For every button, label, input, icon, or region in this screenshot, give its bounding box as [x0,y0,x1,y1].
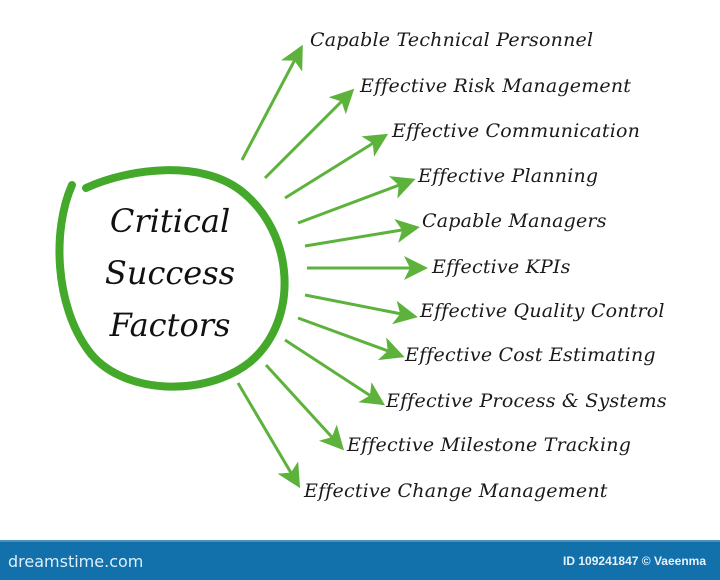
factor-label: Effective Change Management [304,480,608,502]
arrow-1 [240,44,303,161]
factor-label: Capable Managers [422,210,607,232]
brand-logo: dreamstime.com [8,552,144,571]
factor-label: Effective Process & Systems [386,390,667,412]
arrow-4 [297,176,416,225]
image-credit: ID 109241847 © Vaeenma [563,554,706,568]
arrow-10 [264,363,345,451]
factor-label: Effective Cost Estimating [405,344,656,366]
diagram-graphics [55,44,428,489]
arrow-3 [284,133,389,200]
arrows [236,44,428,489]
factor-label: Capable Technical Personnel [310,29,594,51]
factor-label: Effective Planning [418,165,599,187]
center-title-line-1: Critical [109,202,231,240]
factor-label: Effective KPIs [432,256,571,278]
arrow-5 [304,219,420,248]
arrow-9 [284,338,386,406]
center-title: Critical Success Factors [90,195,250,351]
center-circle [55,166,289,391]
arrow-8 [297,316,405,361]
arrow-7 [304,293,418,325]
critical-success-factors-diagram: Critical Success Factors Capable Technic… [55,29,667,502]
factor-label: Effective Risk Management [360,75,632,97]
factor-label: Effective Milestone Tracking [347,434,632,456]
center-title-line-2: Success [104,254,236,292]
factor-label: Effective Communication [392,120,641,142]
watermark-footer: dreamstime.com ID 109241847 © Vaeenma [0,540,720,580]
arrow-11 [236,382,301,489]
factor-label: Effective Quality Control [420,300,665,322]
arrow-2 [263,88,355,180]
center-title-line-3: Factors [109,306,231,344]
